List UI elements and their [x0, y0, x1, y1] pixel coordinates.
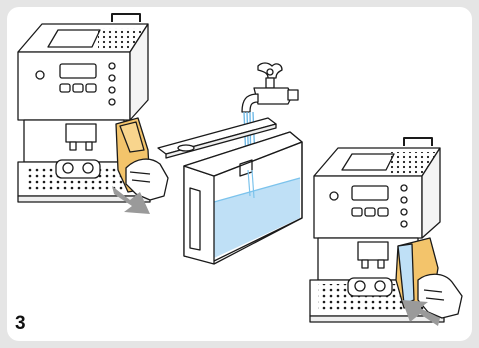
- step-number: 3: [15, 314, 26, 333]
- water-tank-center-icon: [184, 132, 302, 264]
- faucet-icon: [242, 63, 298, 112]
